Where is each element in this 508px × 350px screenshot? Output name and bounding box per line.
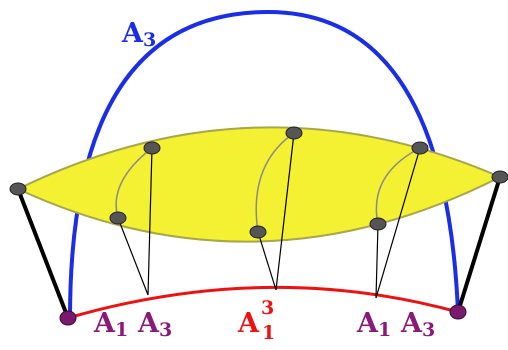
surface-node — [369, 217, 387, 231]
label-a3-top-main: A — [122, 18, 143, 49]
label-a1-right-main: A — [357, 308, 378, 339]
label-a1-right: A1 — [357, 308, 391, 340]
label-a1-left-sub: 1 — [114, 319, 129, 341]
connector-line — [275, 132, 295, 291]
surface-node — [143, 141, 161, 155]
label-a1-right-sub: 1 — [377, 319, 392, 341]
label-a1-left-main: A — [94, 308, 115, 339]
connector-line — [375, 223, 379, 299]
connector-line — [257, 231, 277, 291]
label-a3-left-main: A — [138, 308, 159, 339]
label-a1-left: A1 — [94, 308, 128, 340]
surface-curve-right — [375, 147, 421, 225]
surface-node — [109, 211, 127, 225]
label-a3-top: A3 — [122, 18, 156, 50]
label-a3-left-sub: 3 — [158, 319, 173, 341]
label-a3-top-sub: 3 — [142, 29, 157, 51]
surface-node — [249, 225, 267, 239]
endpoint-node-right — [449, 304, 467, 320]
red-curve — [67, 285, 459, 320]
surface-curve-middle — [255, 132, 295, 233]
label-center-sup: 3 — [261, 297, 275, 319]
connector-line — [375, 147, 421, 299]
label-center-sub: 1 — [262, 322, 276, 344]
connector-line — [147, 147, 153, 296]
surface-node — [411, 141, 429, 155]
right-leg — [456, 176, 502, 313]
blue-arc — [68, 9, 460, 319]
label-center-main: A — [238, 308, 259, 339]
surface-node — [491, 170, 508, 184]
surface-curve-left — [115, 147, 153, 219]
surface-node — [9, 182, 27, 196]
surface-node — [285, 126, 303, 140]
label-a3-right-sub: 3 — [421, 319, 436, 341]
label-a1-cubed-center: A — [238, 310, 259, 337]
label-a3-right: A3 — [401, 308, 435, 340]
connector-line — [117, 217, 149, 296]
endpoint-node-left — [59, 310, 77, 326]
left-leg — [16, 188, 70, 319]
label-a3-left: A3 — [138, 308, 172, 340]
label-a3-right-main: A — [401, 308, 422, 339]
